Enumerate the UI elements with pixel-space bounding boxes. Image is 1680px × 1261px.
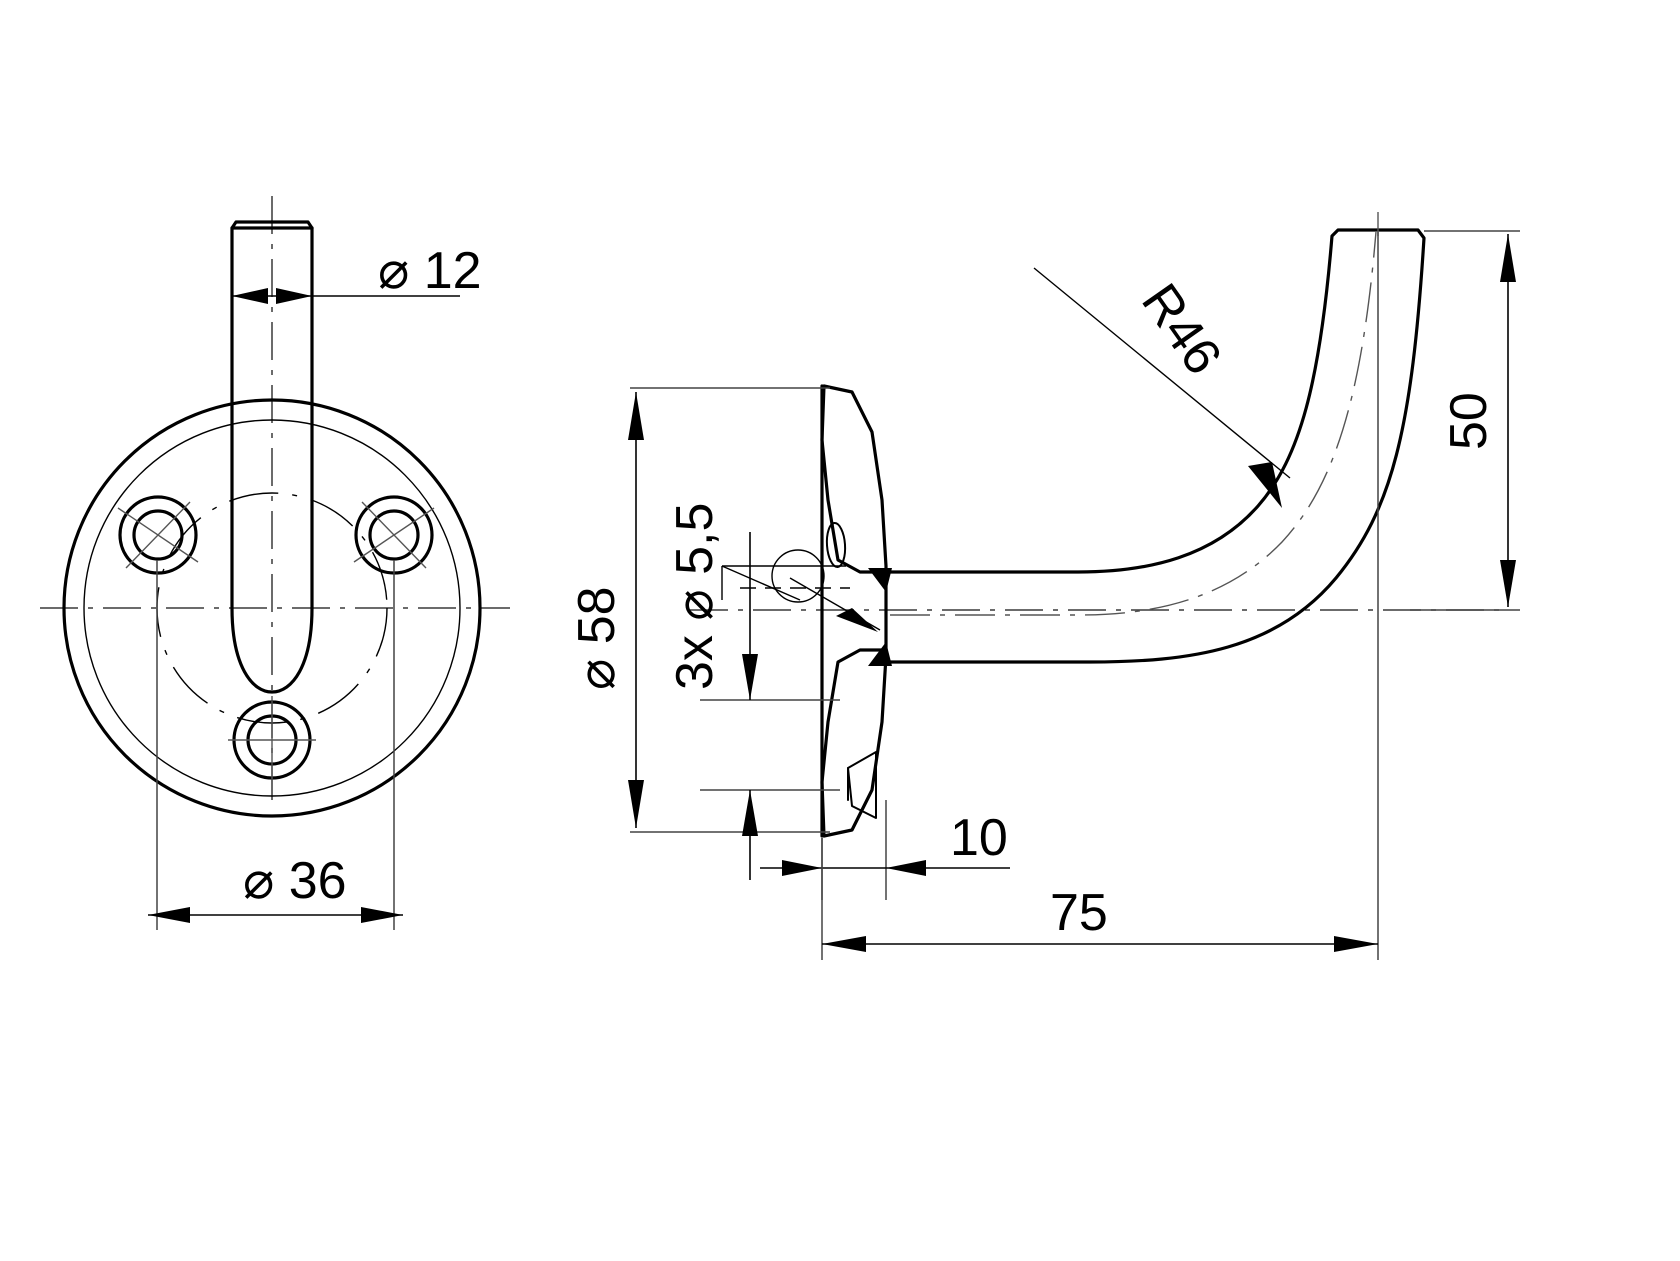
dimension-l75: 75 <box>821 232 1379 960</box>
flange-lower-section <box>820 648 888 838</box>
dim58-arrow-top <box>628 392 644 440</box>
screw-hole-bore-ur <box>368 509 420 561</box>
screw-hole-upper-left <box>117 495 199 575</box>
dimension-holes: 3x ⌀ 5,5 <box>666 503 840 880</box>
dim10-label: 10 <box>950 809 1008 867</box>
flange-chamfer-circle <box>83 419 461 797</box>
dimension-dia12: ⌀ 12 <box>232 242 482 304</box>
dim10-arrow-left <box>782 860 822 876</box>
curved-arm-section <box>884 228 1426 664</box>
dimension-r46: R46 <box>1033 267 1291 508</box>
detail-balloon-leader-a <box>721 565 801 601</box>
holes-arrow-lower <box>742 790 758 836</box>
arm-curved-centerline <box>890 231 1377 616</box>
flange-upper-section <box>820 384 888 574</box>
holes-label: 3x ⌀ 5,5 <box>666 503 724 690</box>
holes-arrow-upper <box>742 654 758 700</box>
screw-hole-cross-ul-b <box>125 501 191 569</box>
r46-leader-line <box>1033 267 1291 479</box>
dim36-arrow-right <box>361 907 403 923</box>
dimension-dia36: ⌀ 36 <box>148 560 403 930</box>
dim50-arrow-top <box>1500 234 1516 282</box>
dimension-t10: 10 <box>760 800 1010 900</box>
front-view: ⌀ 12 ⌀ 36 <box>40 196 510 930</box>
dim12-arrow-right <box>276 288 312 304</box>
dimension-h50: 50 <box>1410 230 1520 611</box>
dim50-arrow-bottom <box>1500 560 1516 607</box>
dim58-arrow-bottom <box>628 780 644 828</box>
screw-hole-bottom <box>228 696 316 784</box>
flange-outer-circle <box>62 398 482 818</box>
flange-hole-lower-profile <box>847 751 877 819</box>
dim75-arrow-left <box>822 936 866 952</box>
detail-balloon-arrow <box>836 608 878 632</box>
junction-fillet-upper <box>868 568 892 592</box>
dim12-label: ⌀ 12 <box>378 242 482 300</box>
dim75-label: 75 <box>1050 884 1108 942</box>
dimension-dia58: ⌀ 58 <box>568 387 830 833</box>
dim36-arrow-left <box>148 907 190 923</box>
dim10-arrow-right <box>886 860 926 876</box>
r46-label: R46 <box>1130 274 1232 385</box>
detail-balloon-circle <box>771 549 825 603</box>
junction-fillet-lower <box>868 642 892 666</box>
r46-arrow <box>1248 462 1282 508</box>
dim36-label: ⌀ 36 <box>243 852 347 910</box>
dim58-label: ⌀ 58 <box>568 586 626 690</box>
shaft-boss-bottom <box>230 606 314 694</box>
dim12-arrow-left <box>232 288 268 304</box>
screw-hole-cross-ur-b <box>361 501 427 569</box>
screw-hole-leader <box>721 549 881 632</box>
side-section-view: ⌀ 58 3x ⌀ 5,5 R46 50 <box>568 212 1520 960</box>
dim75-arrow-right <box>1334 936 1378 952</box>
dim50-label: 50 <box>1440 392 1498 450</box>
flange-hole-upper-oval <box>825 522 847 568</box>
screw-hole-bore-ul <box>132 509 184 561</box>
screw-hole-counterbore-ul <box>118 495 198 575</box>
